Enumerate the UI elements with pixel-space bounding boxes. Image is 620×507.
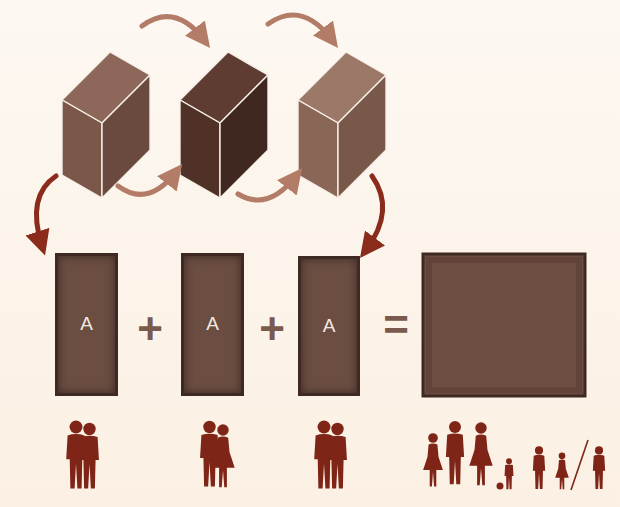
couple-silhouette — [66, 421, 99, 489]
couple-silhouette — [314, 421, 347, 489]
box-letter: A — [80, 314, 93, 335]
brick-box: A — [181, 253, 244, 396]
family-silhouette — [423, 421, 605, 490]
operator-sign: + — [137, 307, 163, 351]
result-square — [423, 254, 585, 396]
couple-silhouette — [200, 421, 235, 487]
brick-box: A — [298, 256, 360, 396]
brick — [62, 52, 150, 198]
operator-sign: + — [259, 307, 285, 351]
square-shade — [429, 260, 579, 390]
box-letter: A — [323, 316, 336, 337]
flow-arrow — [118, 15, 332, 200]
brick-box: A — [55, 253, 118, 396]
brick — [180, 52, 268, 198]
operator-sign: = — [383, 303, 409, 347]
down-arrow — [36, 176, 382, 250]
box-letter: A — [206, 314, 219, 335]
